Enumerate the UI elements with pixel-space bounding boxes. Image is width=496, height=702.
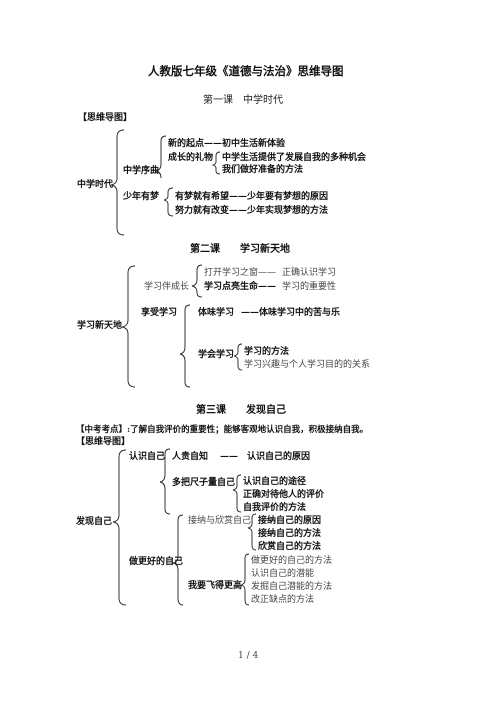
lesson3-exam-point: 【中考考点】:了解自我评价的重要性；能够客观地认识自我，积极接纳自我。 bbox=[76, 425, 369, 435]
lesson3-b1-s1-item: —— 认识自己的原因 bbox=[220, 452, 311, 462]
lesson3-b1-s2-item: 认识自己的途径 bbox=[243, 477, 307, 487]
lesson2-branch1-item-detail: 学习的重要性 bbox=[282, 282, 337, 292]
lesson1-branch2-item: 有梦就有希望——少年要有梦想的原因 bbox=[175, 192, 329, 202]
lesson1-branch2-item: 努力就有改变——少年实现梦想的方法 bbox=[175, 206, 329, 216]
lesson3-root: 发现自己 bbox=[76, 517, 113, 527]
lesson3-section-tag: 【思维导图】 bbox=[76, 437, 131, 447]
lesson2-heading: 第二课 学习新天地 bbox=[190, 244, 290, 255]
brace bbox=[233, 343, 243, 371]
brace bbox=[121, 265, 136, 388]
lesson1-root: 中学时代 bbox=[77, 180, 114, 190]
lesson1-heading: 第一课 中学时代 bbox=[203, 95, 283, 106]
lesson2-branch1-item: 学习点亮生命—— bbox=[204, 282, 277, 292]
document-title: 人教版七年级《道德与法治》思维导图 bbox=[148, 64, 344, 78]
lesson3-b2-s1-item: 接纳自己的方法 bbox=[258, 529, 322, 539]
brace bbox=[112, 449, 127, 606]
lesson2-branch1-item-detail: 正确认识学习 bbox=[282, 268, 337, 278]
lesson3-b2-s1-item: 欣赏自己的方法 bbox=[258, 542, 322, 552]
lesson3-b1-s2: 多把尺子量自己 bbox=[172, 478, 236, 488]
brace bbox=[172, 514, 184, 606]
lesson1-branch2-label: 少年有梦 bbox=[123, 192, 160, 202]
lesson2-tiwei-item: ——体味学习中的苦与乐 bbox=[241, 308, 341, 318]
lesson1-branch1-item: 新的起点——初中生活新体验 bbox=[168, 139, 286, 149]
lesson3-branch2-label: 做更好的自己 bbox=[129, 557, 184, 567]
lesson2-xuehui-item: 学习兴趣与个人学习目的的关系 bbox=[244, 360, 371, 370]
lesson2-branch1-label: 学习伴成长 bbox=[144, 282, 190, 292]
brace bbox=[155, 135, 167, 179]
lesson3-b2-s2-item: 认识自己的潜能 bbox=[251, 569, 315, 579]
lesson1-branch1-subitem: 我们做好准备的方法 bbox=[222, 165, 304, 175]
lesson3-b2-s1: 接纳与欣赏自己 bbox=[188, 516, 252, 526]
lesson2-tiwei: 体味学习 bbox=[198, 308, 235, 318]
lesson2-xuehui-item: 学习的方法 bbox=[244, 347, 290, 357]
lesson3-b2-s2-item: 做更好的自己的方法 bbox=[251, 556, 333, 566]
lesson3-b1-s2-item: 正确对待他人的评价 bbox=[243, 490, 325, 500]
brace bbox=[191, 264, 203, 298]
brace bbox=[159, 448, 171, 515]
lesson3-b2-s2-item: 改正缺点的方法 bbox=[251, 595, 315, 605]
brace bbox=[232, 474, 242, 513]
brace bbox=[163, 187, 174, 217]
lesson1-section-tag: 【思维导图】 bbox=[78, 113, 133, 123]
lesson3-branch1-label: 认识自己 bbox=[129, 452, 166, 462]
brace bbox=[110, 129, 125, 236]
lesson3-b2-s2: 我要飞得更高 bbox=[188, 581, 243, 591]
brace bbox=[240, 553, 250, 606]
lesson1-branch1-label: 中学序曲 bbox=[123, 166, 160, 176]
lesson3-b1-s1: 人贵自知 bbox=[172, 452, 209, 462]
lesson2-branch2-label: 享受学习 bbox=[141, 308, 178, 318]
brace bbox=[179, 304, 191, 388]
brace bbox=[211, 151, 221, 175]
lesson1-branch1-subitem: 中学生活提供了发展自我的多种机会 bbox=[222, 153, 367, 163]
lesson3-b2-s1-item: 接纳自己的原因 bbox=[258, 516, 322, 526]
lesson1-branch1-item: 成长的礼物 bbox=[168, 153, 214, 163]
lesson2-xuehui: 学会学习 bbox=[198, 350, 235, 360]
lesson2-branch1-item: 打开学习之窗—— bbox=[204, 268, 277, 278]
brace bbox=[247, 513, 257, 551]
lesson3-b1-s2-item: 自我评价的方法 bbox=[243, 503, 307, 513]
lesson3-heading: 第三课 发现自己 bbox=[196, 405, 286, 416]
lesson3-b2-s2-item: 发掘自己潜能的方法 bbox=[251, 582, 333, 592]
lesson2-root: 学习新天地 bbox=[77, 321, 123, 331]
page-number: 1 / 4 bbox=[238, 651, 259, 661]
